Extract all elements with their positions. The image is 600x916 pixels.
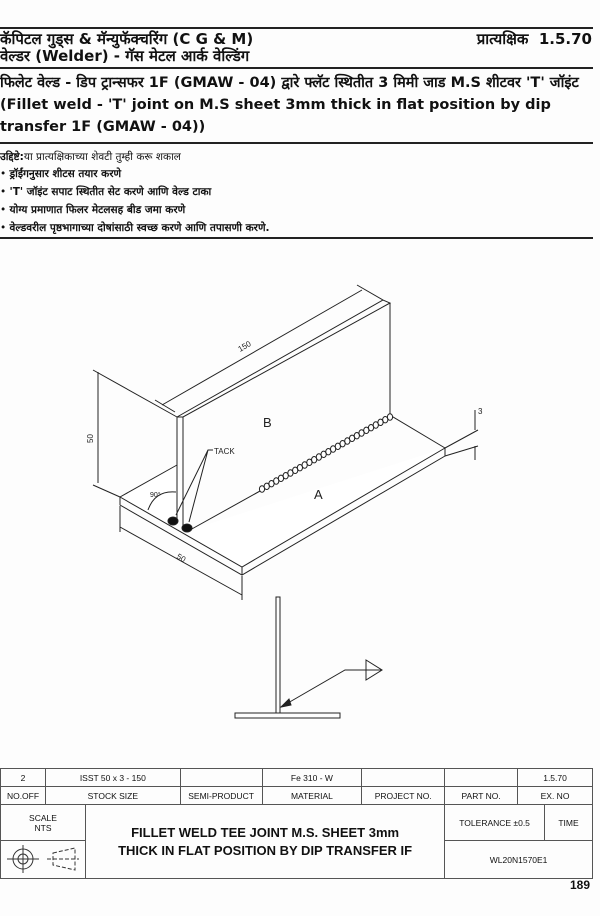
plate-a-outline — [119, 416, 446, 576]
material-value: Fe 310 - W — [261, 768, 363, 787]
stock-size-header: STOCK SIZE — [44, 786, 181, 805]
ex-no-header: EX. NO — [517, 786, 593, 805]
header-course: वेल्डर (Welder) - गॅस मेटल आर्क वेल्डिंग — [0, 47, 250, 65]
dim-thickness — [444, 410, 479, 460]
project-no-value — [361, 768, 446, 787]
title-block-values: 2 ISST 50 x 3 - 150 Fe 310 - W 1.5.70 — [0, 768, 593, 787]
objective-item: • योग्य प्रमाणात फिलर मेटलसह बीड जमा करण… — [0, 204, 186, 216]
weld-bead — [258, 413, 394, 493]
tolerance: TOLERANCE ±0.5 — [444, 804, 546, 841]
time: TIME — [544, 804, 593, 841]
title-block-headers: NO.OFF STOCK SIZE SEMI-PRODUCT MATERIAL … — [0, 786, 593, 805]
tack-leader — [175, 449, 213, 523]
tack-weld — [181, 523, 193, 533]
ex-no-value: 1.5.70 — [517, 768, 593, 787]
dim-length-label: 150 — [237, 339, 254, 354]
exercise-number: प्रात्यक्षिक 1.5.70 — [476, 30, 592, 48]
material-header: MATERIAL — [261, 786, 363, 805]
tack-weld — [167, 516, 179, 526]
plate-b-label: B — [263, 415, 272, 430]
part-no-value — [444, 768, 519, 787]
divider — [0, 142, 593, 144]
plate-a — [120, 448, 445, 567]
exercise-title: फिलेट वेल्ड - डिप ट्रान्सफर 1F (GMAW - 0… — [0, 75, 579, 135]
angle-arc — [147, 491, 177, 511]
divider — [0, 237, 593, 239]
title-block: 2 ISST 50 x 3 - 150 Fe 310 - W 1.5.70 NO… — [0, 768, 593, 879]
objective-item: • ड्रॉईंगनुसार शीटस तयार करणे — [0, 168, 122, 180]
dim-width-label: 50 — [175, 552, 188, 565]
part-no-header: PART NO. — [444, 786, 519, 805]
weld-ripple — [386, 413, 394, 421]
plate-b-outline — [176, 299, 392, 527]
section-base-plate — [234, 712, 341, 719]
dim-height-label: 50 — [86, 434, 95, 443]
semi-product-header: SEMI-PRODUCT — [179, 786, 263, 805]
drawing-code: WL20N1570E1 — [444, 840, 593, 879]
dim-length — [154, 284, 384, 413]
tack-label: TACK — [214, 447, 235, 456]
divider — [0, 67, 593, 69]
dim-width — [119, 506, 243, 600]
dim-height — [92, 369, 178, 498]
dim-thickness-label: 3 — [478, 407, 483, 416]
plate-a-label: A — [314, 487, 323, 502]
objective-item: • वेल्डवरील पृष्ठभागाच्या दोषांसाठी स्वच… — [0, 222, 270, 234]
project-no-header: PROJECT NO. — [361, 786, 446, 805]
header-trade: कॅपिटल गुड्स & मॅन्युफॅक्चरिंग (C G & M) — [0, 30, 254, 48]
third-angle-projection-icon — [6, 844, 79, 873]
angle-label: 90° — [150, 491, 161, 499]
page-number: 189 — [569, 878, 590, 892]
objective-item: • 'T' जॉइंट सपाट स्थितीत सेट करणे आणि वे… — [0, 186, 212, 198]
no-off-value: 2 — [0, 768, 46, 787]
section-vertical-plate — [275, 596, 281, 714]
projection-symbol — [0, 840, 86, 879]
tee-joint-drawing: 150 50 50 3 B A TACK 90° — [86, 284, 483, 719]
semi-product-value — [179, 768, 263, 787]
objectives-intro: उद्दिष्टे:या प्रात्यक्षिकाच्या शेवटी तुम… — [0, 151, 181, 163]
weld-symbol-leader — [280, 659, 383, 708]
stock-size-value: ISST 50 x 3 - 150 — [44, 768, 181, 787]
weld-arrow — [279, 698, 292, 708]
divider — [0, 27, 593, 29]
no-off-header: NO.OFF — [0, 786, 46, 805]
